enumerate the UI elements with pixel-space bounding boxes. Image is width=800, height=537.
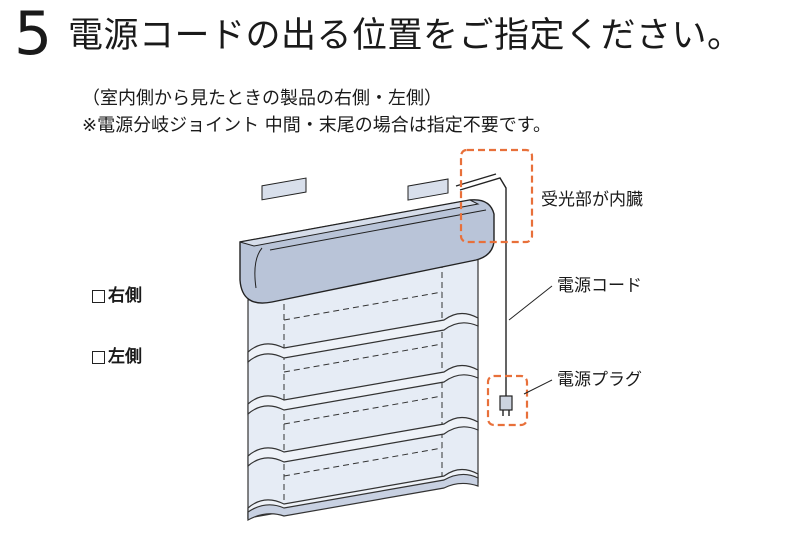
option-left-side[interactable]: 左側 <box>92 347 142 367</box>
left-side-checkbox[interactable] <box>92 350 105 364</box>
note-joint: ※電源分岐ジョイント 中間・末尾の場合は指定不要です。 <box>82 115 552 136</box>
cord-leader-line <box>508 285 553 321</box>
sensor-highlight-box <box>459 148 534 244</box>
right-side-label: 右側 <box>108 286 142 306</box>
option-right-side[interactable]: 右側 <box>92 286 142 306</box>
note-orientation: （室内側から見たときの製品の右側・左側） <box>82 88 442 109</box>
headrail <box>239 177 495 304</box>
left-side-label: 左側 <box>108 347 142 367</box>
page-title: 電源コードの出る位置をご指定ください。 <box>68 16 743 56</box>
blind-fabric <box>247 254 479 522</box>
power-plug <box>499 395 513 416</box>
power-cord <box>455 173 507 396</box>
plug-label: 電源プラグ <box>557 370 642 390</box>
cord-label: 電源コード <box>557 276 642 296</box>
right-side-checkbox[interactable] <box>92 289 105 303</box>
plug-highlight-box <box>486 374 529 427</box>
sensor-label: 受光部が内臓 <box>541 190 643 210</box>
plug-leader-line <box>523 379 553 395</box>
step-number: 5 <box>14 0 53 69</box>
